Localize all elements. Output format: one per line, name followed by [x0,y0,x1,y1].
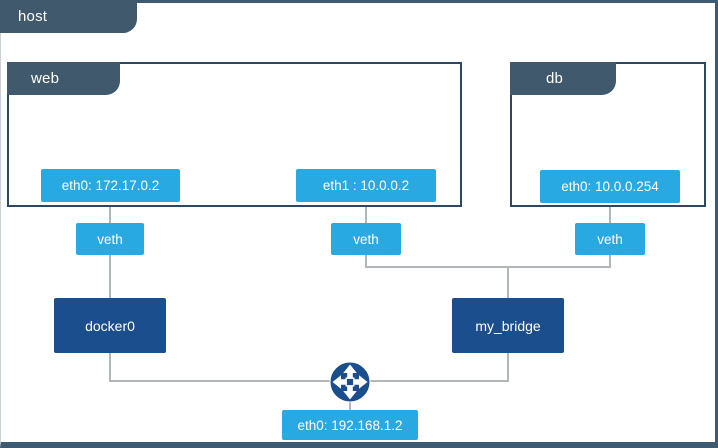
connector-web-eth1-to-veth [365,202,367,224]
web-label: web [31,70,60,87]
web-eth0-node: eth0: 172.17.0.2 [41,169,180,202]
docker0-label: docker0 [85,317,135,334]
veth-node-web0: veth [76,223,144,255]
docker0-bridge-node: docker0 [54,298,166,353]
connector-docker0-down [109,353,111,382]
connector-veth-mid-down [365,255,367,268]
connector-veths-to-mybridge-horizontal [365,266,611,268]
my-bridge-label: my_bridge [475,317,541,334]
host-label: host [18,8,48,25]
host-label-tab: host [0,0,137,33]
host-eth0-node: eth0: 192.168.1.2 [282,410,418,440]
connector-router-to-hosteth0 [349,400,351,410]
web-eth1-node: eth1 : 10.0.0.2 [296,169,436,202]
veth-node-db: veth [575,223,645,255]
connector-veth-to-docker0 [109,255,111,298]
veth-node-web1: veth [331,223,401,255]
router-icon [329,361,371,403]
my-bridge-node: my_bridge [452,298,564,353]
web-eth1-label: eth1 : 10.0.0.2 [322,178,410,193]
db-eth0-label: eth0: 10.0.0.254 [561,179,659,194]
web-label-tab: web [7,62,120,95]
connector-mybridge-down [507,353,509,382]
veth-db-label: veth [597,231,623,247]
host-eth0-label: eth0: 192.168.1.2 [297,417,403,433]
connector-bridges-to-router [109,380,509,382]
db-label-tab: db [510,62,616,95]
veth-web0-label: veth [97,231,123,247]
web-eth0-label: eth0: 172.17.0.2 [61,178,160,193]
db-label: db [546,70,564,87]
connector-veth-db-down [609,255,611,268]
connector-junction-to-mybridge [507,266,509,298]
connector-db-eth0-to-veth [609,203,611,224]
db-eth0-node: eth0: 10.0.0.254 [540,170,680,203]
veth-web1-label: veth [353,231,379,247]
connector-web-eth0-to-veth [109,202,111,224]
